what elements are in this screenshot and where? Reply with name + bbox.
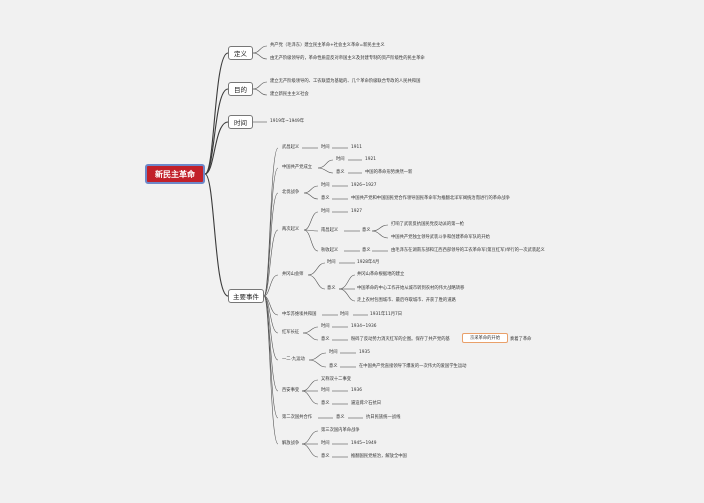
event-value[interactable]: 奏着了革命 [510, 337, 532, 342]
event-value[interactable]: 1921 [365, 157, 376, 162]
event-value[interactable]: 中国革命的中心工作开始从城市转到农村的伟大战略转移 [357, 286, 465, 291]
event-key[interactable]: 时间 [321, 209, 330, 214]
goal-item[interactable]: 建立新民主主义社会 [270, 92, 309, 97]
event-value[interactable]: 井冈山革命根据地的建立 [357, 272, 405, 277]
event-value[interactable]: 逼迫蒋介石抗日 [351, 401, 382, 406]
event-name[interactable]: 西安事变 [282, 388, 300, 393]
event-value[interactable]: 在中国共产党直接领导下爆发的一次伟大的爱国学生运动 [359, 364, 467, 369]
event-key[interactable]: 意义 [321, 454, 330, 459]
event-key[interactable]: 意义 [336, 170, 345, 175]
root-topic[interactable]: 新民主革命 [145, 164, 205, 184]
event-name[interactable]: 井冈山会师 [282, 272, 304, 277]
event-name[interactable]: 一二·九运动 [282, 357, 305, 362]
event-name[interactable]: 中国共产党成立 [282, 165, 313, 170]
event-name[interactable]: 红军长征 [282, 330, 300, 335]
event-key[interactable]: 时间 [340, 312, 349, 317]
event-key[interactable]: 时间 [329, 350, 338, 355]
time-value[interactable]: 1919年~1949年 [270, 119, 305, 124]
event-key[interactable]: 意义 [362, 228, 371, 233]
event-value[interactable]: 1928年4月 [357, 260, 380, 265]
event-value[interactable]: 抗日民族统一战线 [366, 415, 401, 420]
branch-events[interactable]: 主要事件 [228, 289, 264, 303]
event-value[interactable]: 由毛泽东在湖南东部和江西西部领导的工农革命军(第豆红军)举行的一次武装起义 [391, 248, 545, 253]
event-value[interactable]: 1927 [351, 209, 362, 214]
event-key[interactable]: 时间 [321, 183, 330, 188]
sub-event-name[interactable]: 秋收起义 [321, 248, 339, 253]
event-key[interactable]: 意义 [362, 248, 371, 253]
event-name[interactable]: 武昌起义 [282, 145, 300, 150]
branch-goal[interactable]: 目的 [228, 82, 253, 96]
event-key[interactable]: 时间 [321, 145, 330, 150]
event-name[interactable]: 解放战争 [282, 441, 300, 446]
goal-item[interactable]: 建立无产阶级领导的、工农联盟为基础的、几个革命阶级联合专政的人民共和国 [270, 79, 421, 84]
event-key[interactable]: 意义 [329, 364, 338, 369]
event-value[interactable]: 推翻国民党统治，解放全中国 [351, 454, 407, 459]
event-key[interactable]: 时间 [336, 157, 345, 162]
definition-item[interactable]: 由无产阶级领导的，革命性质是反对帝国主义及封建专制的资产阶级性的民主革命 [270, 56, 425, 61]
event-value[interactable]: 中国共产党和中国国民党合作领导国民革命军为推翻北洋军阀统治而进行的革命战争 [351, 196, 510, 201]
event-name[interactable]: 北伐战争 [282, 190, 300, 195]
event-value[interactable]: 第三次国内革命战争 [321, 428, 360, 433]
event-value[interactable]: 中国的革命形势焕然一新 [365, 170, 413, 175]
event-value[interactable]: 粉碎了反动势力消灭红军的企图。保存了共产党的基 [351, 337, 450, 342]
event-value[interactable]: 中国共产党独立领导武装斗争和创建革命军队的开始 [391, 235, 490, 240]
event-value[interactable]: 1931年11月7日 [370, 312, 403, 317]
floating-note[interactable]: 京采革命的开始 [462, 333, 508, 343]
event-value[interactable]: 1934~1936 [351, 324, 377, 329]
event-value[interactable]: 1935 [359, 350, 370, 355]
event-key[interactable]: 意义 [327, 286, 336, 291]
event-value[interactable]: 1936 [351, 388, 362, 393]
event-name[interactable]: 两次起义 [282, 227, 300, 232]
event-value[interactable]: 1911 [351, 145, 362, 150]
event-value[interactable]: 又称双十二事变 [321, 377, 352, 382]
event-name[interactable]: 中华苏维埃共和国 [282, 312, 317, 317]
event-key[interactable]: 时间 [321, 388, 330, 393]
event-name[interactable]: 第二次国共合作 [282, 415, 313, 420]
event-value[interactable]: 打响了武装反抗国民党反动派的第一枪 [391, 222, 465, 227]
event-key[interactable]: 时间 [327, 260, 336, 265]
event-value[interactable]: 走上农村包围城市、最后夺取城市、开获了胜的道路 [357, 298, 456, 303]
branch-time[interactable]: 时间 [228, 115, 253, 129]
event-key[interactable]: 意义 [336, 415, 345, 420]
event-key[interactable]: 意义 [321, 401, 330, 406]
branch-definition[interactable]: 定义 [228, 46, 253, 60]
event-key[interactable]: 时间 [321, 441, 330, 446]
sub-event-name[interactable]: 南昌起义 [321, 228, 339, 233]
event-key[interactable]: 时间 [321, 324, 330, 329]
event-value[interactable]: 1945~1949 [351, 441, 377, 446]
event-value[interactable]: 1926~1927 [351, 183, 377, 188]
definition-item[interactable]: 共产党（毛泽东）建立民主革命+社会主义革命=新民主主义 [270, 43, 385, 48]
event-key[interactable]: 意义 [321, 337, 330, 342]
event-key[interactable]: 意义 [321, 196, 330, 201]
